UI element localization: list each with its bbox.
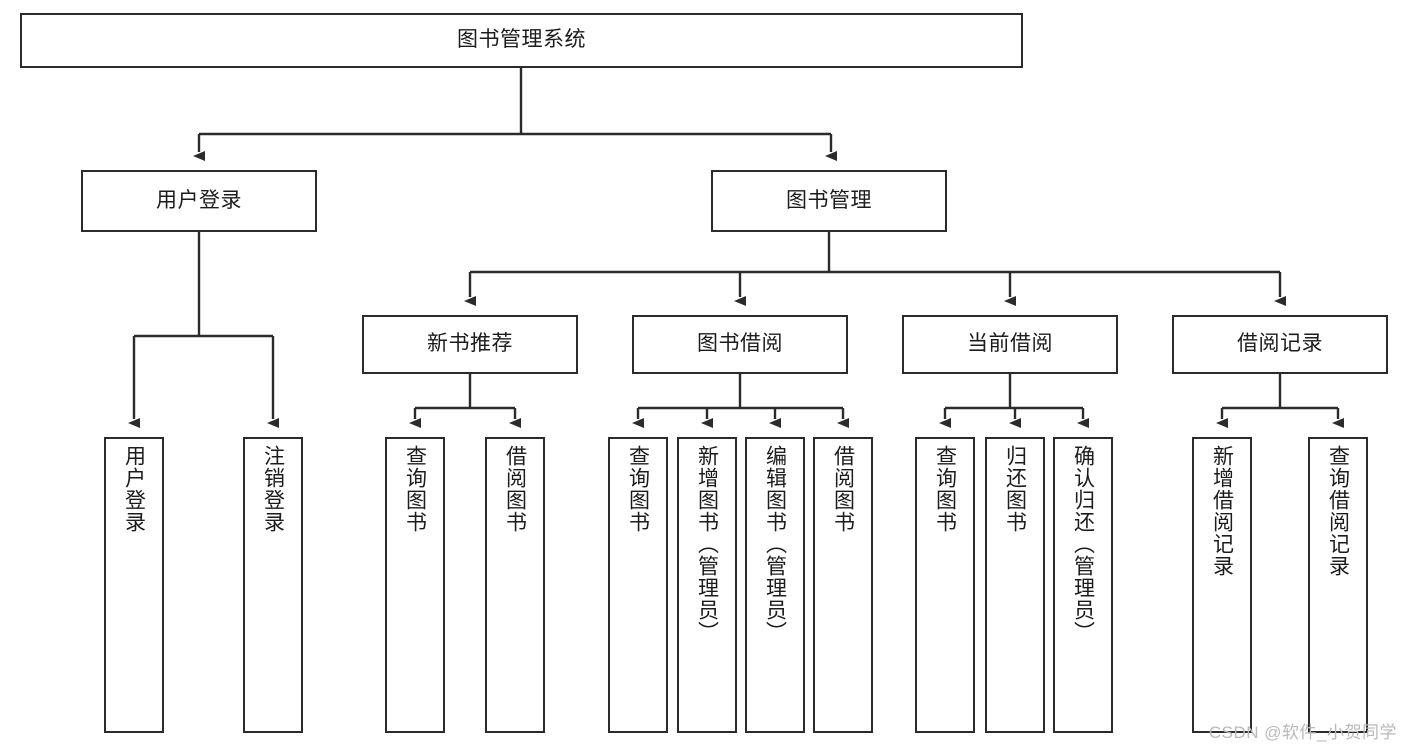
node-new-book-recommend[interactable]: 新书推荐: [362, 315, 578, 374]
node-borrow-record-label: 借阅记录: [1237, 332, 1323, 356]
node-leaf-user-login[interactable]: 用户登录: [104, 437, 164, 733]
node-leaf-confirm-return-admin-label: 确认归还（管理员）: [1071, 445, 1095, 643]
node-borrow-record[interactable]: 借阅记录: [1172, 315, 1388, 374]
node-root[interactable]: 图书管理系统: [20, 13, 1023, 68]
node-user-login-label: 用户登录: [156, 188, 242, 212]
node-leaf-add-borrow-record[interactable]: 新增借阅记录: [1192, 437, 1252, 733]
node-leaf-user-login-label: 用户登录: [122, 445, 146, 533]
node-leaf-borrow-book-rec[interactable]: 借阅图书: [485, 437, 545, 733]
node-leaf-logout-label: 注销登录: [261, 445, 285, 533]
node-leaf-query-book-borrow[interactable]: 查询图书: [608, 437, 668, 733]
node-leaf-logout[interactable]: 注销登录: [243, 437, 303, 733]
connectors: [128, 68, 1344, 428]
node-leaf-return-book[interactable]: 归还图书: [985, 437, 1045, 733]
node-leaf-edit-book-admin[interactable]: 编辑图书（管理员）: [745, 437, 805, 733]
node-current-borrow[interactable]: 当前借阅: [902, 315, 1118, 374]
node-book-management[interactable]: 图书管理: [711, 170, 947, 232]
node-leaf-borrow-book-rec-label: 借阅图书: [503, 445, 527, 533]
node-leaf-query-book-borrow-label: 查询图书: [626, 445, 650, 533]
node-current-borrow-label: 当前借阅: [967, 332, 1053, 356]
node-leaf-query-book-rec[interactable]: 查询图书: [385, 437, 445, 733]
node-user-login[interactable]: 用户登录: [81, 170, 317, 232]
node-book-management-label: 图书管理: [786, 188, 872, 212]
node-leaf-query-book-cur[interactable]: 查询图书: [915, 437, 975, 733]
node-root-label: 图书管理系统: [457, 28, 586, 52]
node-leaf-borrow-book[interactable]: 借阅图书: [813, 437, 873, 733]
node-leaf-return-book-label: 归还图书: [1003, 445, 1027, 533]
node-leaf-query-borrow-record[interactable]: 查询借阅记录: [1308, 437, 1368, 733]
node-leaf-query-borrow-record-label: 查询借阅记录: [1326, 445, 1350, 577]
node-leaf-add-book-admin[interactable]: 新增图书（管理员）: [677, 437, 737, 733]
node-leaf-add-book-admin-label: 新增图书（管理员）: [695, 445, 719, 643]
node-leaf-add-borrow-record-label: 新增借阅记录: [1210, 445, 1234, 577]
node-leaf-query-book-cur-label: 查询图书: [933, 445, 957, 533]
node-leaf-confirm-return-admin[interactable]: 确认归还（管理员）: [1053, 437, 1113, 733]
node-leaf-query-book-rec-label: 查询图书: [403, 445, 427, 533]
node-book-borrow[interactable]: 图书借阅: [632, 315, 848, 374]
node-new-book-recommend-label: 新书推荐: [427, 332, 513, 356]
node-leaf-edit-book-admin-label: 编辑图书（管理员）: [763, 445, 787, 643]
node-leaf-borrow-book-label: 借阅图书: [831, 445, 855, 533]
node-book-borrow-label: 图书借阅: [697, 332, 783, 356]
